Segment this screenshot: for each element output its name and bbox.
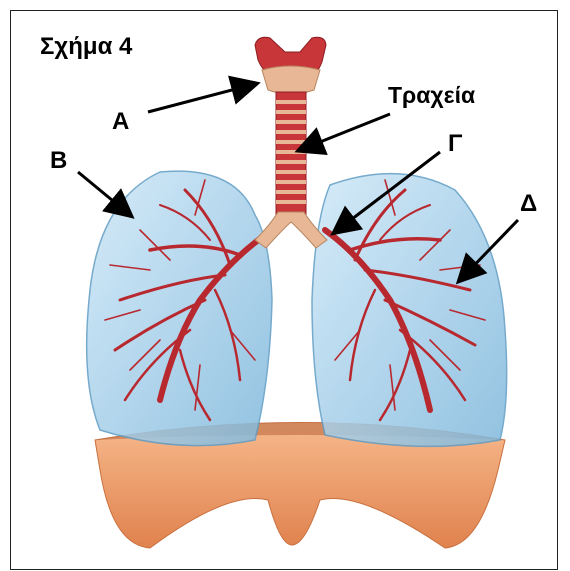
arrow-trachea <box>300 114 390 150</box>
label-a: Α <box>112 108 129 136</box>
label-g: Γ <box>448 130 462 158</box>
label-d: Δ <box>520 190 537 218</box>
left-lung <box>87 171 272 445</box>
label-b: Β <box>50 147 67 175</box>
figure-title: Σχήμα 4 <box>40 33 132 61</box>
arrow-a <box>148 84 255 112</box>
label-trachea: Τραχεία <box>388 82 475 109</box>
arrow-b <box>78 172 130 215</box>
